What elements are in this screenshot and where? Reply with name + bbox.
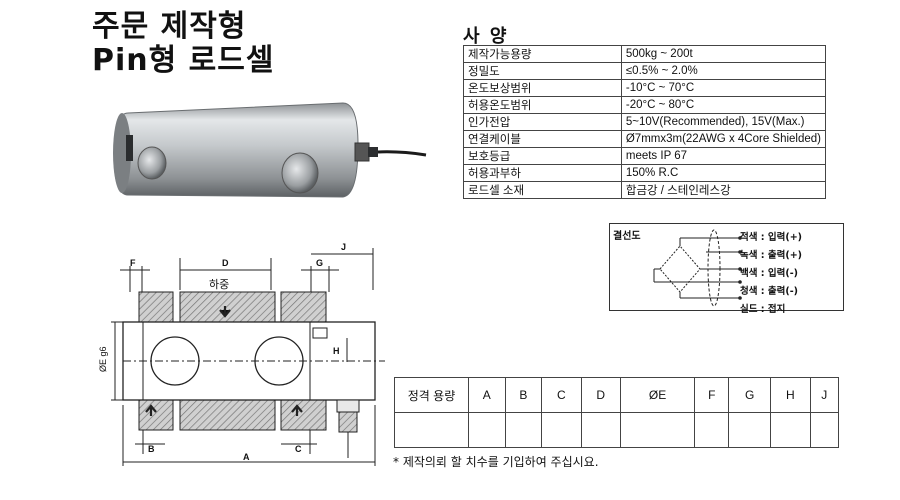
dim-label-h: H [333, 346, 340, 356]
dimension-header-row: 정격 용량 A B C D ØE F G H J [394, 377, 840, 413]
dimension-cell[interactable] [694, 412, 730, 448]
spec-label: 보호등급 [463, 147, 622, 165]
bridge-circuit [653, 229, 742, 307]
spec-value: -20°C ~ 80°C [620, 96, 827, 114]
spec-value: 합금강 / 스테인레스강 [620, 181, 827, 199]
table-row: 허용온도범위-20°C ~ 80°C [463, 96, 827, 114]
page-title: 주문 제작형 Pin형 로드셀 [92, 10, 274, 78]
dimension-cell[interactable] [619, 412, 696, 448]
dimension-header: J [809, 377, 840, 413]
dimension-header: ØE [619, 377, 696, 413]
spec-label: 인가전압 [463, 113, 622, 131]
dim-label-d: D [222, 258, 229, 268]
wire-item: 실드 : 접지 [740, 304, 786, 315]
dim-label-e: ØE g6 [98, 346, 108, 372]
dimension-cell[interactable] [770, 412, 811, 448]
technical-drawing: F D G J B C A H 하중 ØE g6 [98, 242, 385, 466]
dimension-header: C [541, 377, 582, 413]
spec-label: 로드셀 소재 [463, 181, 622, 199]
dimension-table: 정격 용량 A B C D ØE F G H J [394, 377, 840, 448]
spec-value: Ø7mmx3m(22AWG x 4Core Shielded) [620, 130, 827, 148]
dim-label-a: A [243, 452, 250, 462]
dimension-cell[interactable] [809, 412, 840, 448]
dimension-cell[interactable] [728, 412, 772, 448]
dimension-header: H [770, 377, 811, 413]
table-row: 정밀도≤0.5% ~ 2.0% [463, 62, 827, 80]
dimension-cell[interactable] [468, 412, 506, 448]
wire-item: 청색 : 출력(-) [740, 286, 799, 297]
spec-value: 5~10V(Recommended), 15V(Max.) [620, 113, 827, 131]
dimension-header: G [728, 377, 772, 413]
load-label: 하중 [209, 277, 229, 291]
dimension-header: 정격 용량 [394, 377, 469, 413]
dimension-cell[interactable] [394, 412, 469, 448]
dimension-header: F [694, 377, 730, 413]
wire-item: 녹색 : 출력(+) [740, 250, 803, 261]
order-note: * 제작의뢰 할 치수를 기입하여 주십시요. [393, 455, 599, 469]
spec-label: 허용과부하 [463, 164, 622, 182]
spec-label: 허용온도범위 [463, 96, 622, 114]
spec-label: 정밀도 [463, 62, 622, 80]
wiring-diagram: 결선도 [609, 223, 844, 311]
dim-label-g: G [316, 258, 323, 268]
spec-label: 제작가능용량 [463, 45, 622, 63]
spec-label: 온도보상범위 [463, 79, 622, 97]
dimension-header: B [504, 377, 543, 413]
dim-label-f: F [130, 258, 136, 268]
dim-label-c: C [295, 444, 302, 454]
table-row: 온도보상범위-10°C ~ 70°C [463, 79, 827, 97]
dimension-blank-row [394, 412, 840, 448]
spec-heading: 사 양 [463, 26, 509, 47]
spec-value: 500kg ~ 200t [620, 45, 827, 63]
dimension-cell[interactable] [504, 412, 543, 448]
wiring-title: 결선도 [613, 231, 641, 242]
dimension-header: D [580, 377, 621, 413]
title-line-1: 주문 제작형 [92, 9, 247, 44]
dimension-cell[interactable] [541, 412, 582, 448]
dimension-cell[interactable] [580, 412, 621, 448]
spec-value: 150% R.C [620, 164, 827, 182]
dimension-header: A [468, 377, 506, 413]
title-line-2: Pin형 로드셀 [92, 43, 275, 78]
spec-value: meets IP 67 [620, 147, 827, 165]
spec-value: -10°C ~ 70°C [620, 79, 827, 97]
wiring-color-list: 적색 : 입력(+) 녹색 : 출력(+) 백색 : 입력(-) 청색 : 출력… [740, 229, 802, 319]
spec-value: ≤0.5% ~ 2.0% [620, 62, 827, 80]
wire-item: 백색 : 입력(-) [740, 268, 799, 279]
dim-label-j: J [341, 242, 346, 252]
dim-label-b: B [148, 444, 155, 454]
product-image [113, 102, 427, 198]
wire-item: 적색 : 입력(+) [740, 232, 803, 243]
spec-label: 연결케이블 [463, 130, 622, 148]
